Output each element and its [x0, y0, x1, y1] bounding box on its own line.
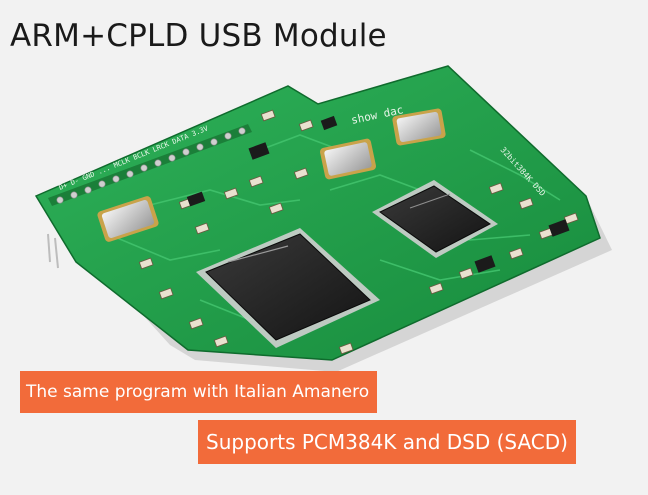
header-pins	[47, 124, 252, 269]
pcb-board	[34, 65, 601, 361]
arm-chip	[196, 228, 380, 348]
crystal-oscillators	[97, 108, 446, 242]
smd-components	[138, 109, 579, 355]
banner-pcm-dsd: Supports PCM384K and DSD (SACD)	[198, 420, 576, 464]
banner-amanero: The same program with Italian Amanero	[20, 371, 378, 413]
page-title: ARM+CPLD USB Module	[10, 18, 387, 54]
cpld-chip	[372, 180, 498, 258]
small-ics	[186, 115, 570, 273]
